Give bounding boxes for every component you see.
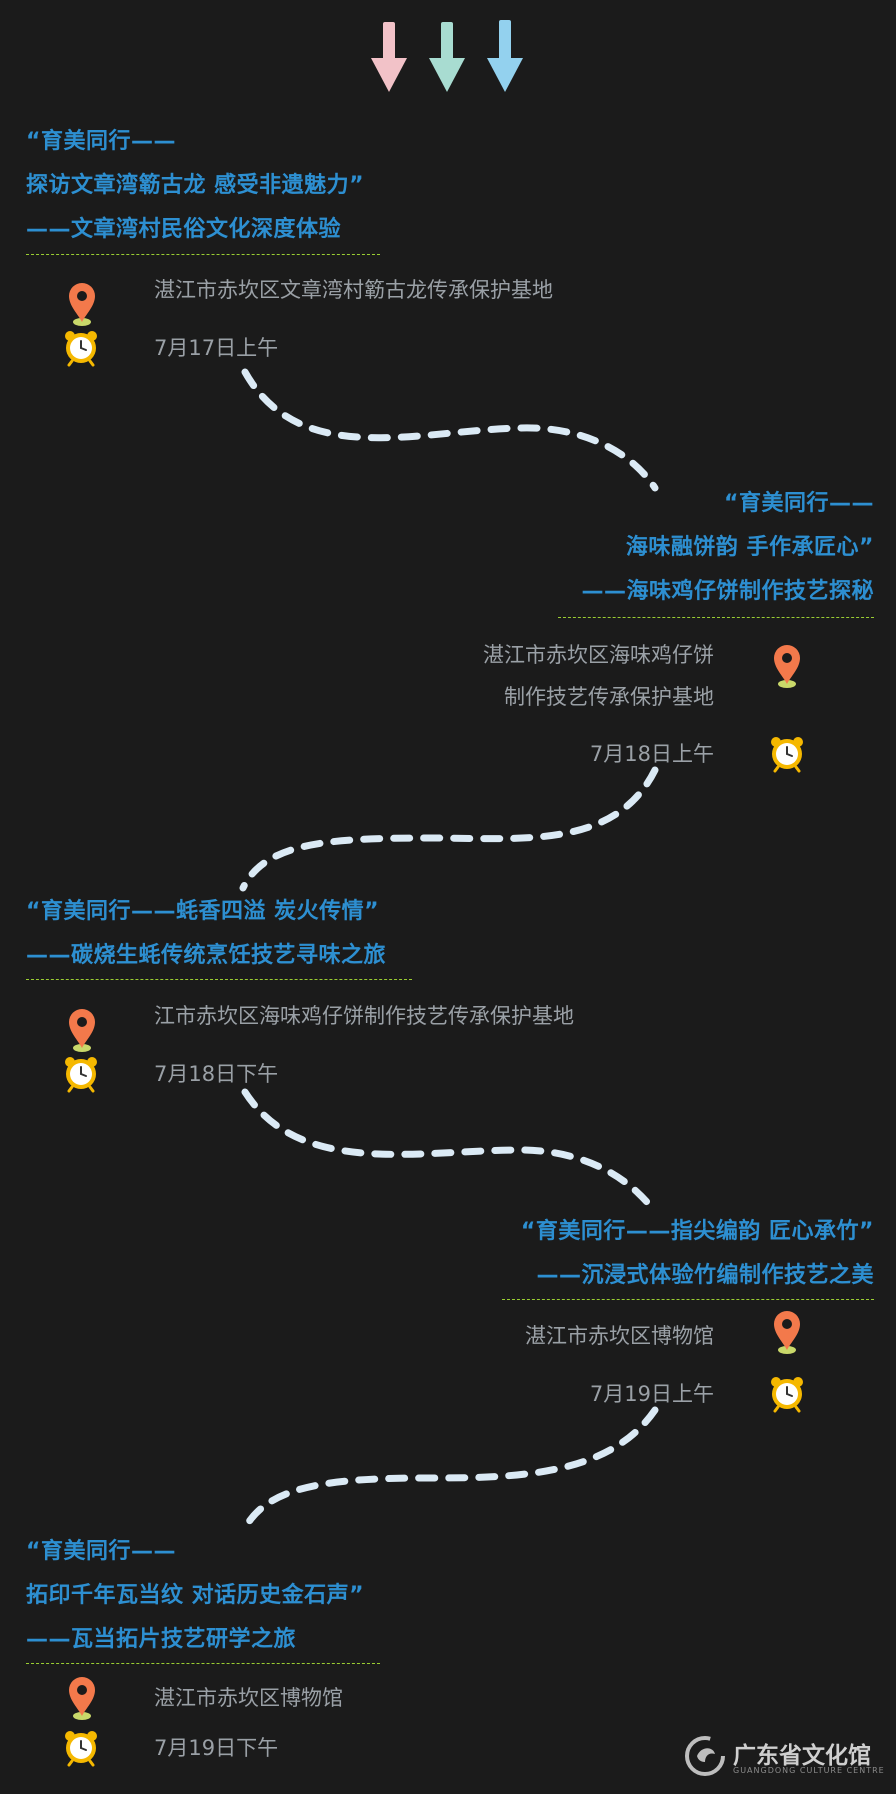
event-4-title: “育美同行——指尖编韵 匠心承竹” ——沉浸式体验竹编制作技艺之美 bbox=[521, 1210, 874, 1298]
event-5-title: “育美同行—— 拓印千年瓦当纹 对话历史金石声” ——瓦当拓片技艺研学之旅 bbox=[26, 1530, 364, 1662]
event-title-line: “育美同行——指尖编韵 匠心承竹” bbox=[520, 1219, 874, 1244]
location-pin-icon bbox=[774, 1311, 800, 1354]
event-location: 湛江市赤坎区博物馆 bbox=[525, 1324, 714, 1348]
location-pin-icon bbox=[69, 1677, 95, 1720]
event-time: 7月18日下午 bbox=[154, 1062, 279, 1086]
arrow-down-icon bbox=[429, 22, 465, 92]
route-path bbox=[241, 1088, 659, 1216]
event-title-line: ——沉浸式体验竹编制作技艺之美 bbox=[536, 1263, 874, 1288]
event-divider bbox=[26, 1663, 380, 1664]
event-divider bbox=[26, 979, 412, 980]
event-3-title: “育美同行——蚝香四溢 炭火传情” ——碳烧生蚝传统烹饪技艺寻味之旅 bbox=[26, 890, 386, 978]
route-path bbox=[241, 368, 659, 492]
event-divider bbox=[558, 617, 874, 618]
event-divider bbox=[26, 254, 380, 255]
event-2-title: “育美同行—— 海味融饼韵 手作承匠心” ——海味鸡仔饼制作技艺探秘 bbox=[581, 482, 874, 614]
event-title-line: ——瓦当拓片技艺研学之旅 bbox=[26, 1627, 297, 1652]
alarm-clock-icon bbox=[63, 1055, 99, 1093]
event-time: 7月19日下午 bbox=[154, 1736, 279, 1760]
location-pin-icon bbox=[774, 645, 800, 688]
arrow-down-icon bbox=[487, 20, 523, 92]
logo-subtitle: GUANGDONG CULTURE CENTRE bbox=[733, 1766, 885, 1775]
location-pin-icon bbox=[69, 283, 95, 326]
event-title-line: 拓印千年瓦当纹 对话历史金石声” bbox=[26, 1583, 365, 1608]
location-pin-icon bbox=[69, 1009, 95, 1052]
event-title-line: “育美同行—— bbox=[724, 491, 874, 516]
alarm-clock-icon bbox=[769, 735, 805, 773]
alarm-clock-icon bbox=[769, 1375, 805, 1413]
event-location: 湛江市赤坎区博物馆 bbox=[154, 1686, 343, 1710]
event-title-line: “育美同行—— bbox=[26, 1539, 176, 1564]
event-location: 制作技艺传承保护基地 bbox=[504, 685, 714, 709]
event-title-line: 探访文章湾簕古龙 感受非遗魅力” bbox=[26, 173, 365, 198]
event-time: 7月18日上午 bbox=[589, 742, 714, 766]
route-path bbox=[239, 1406, 659, 1536]
event-divider bbox=[502, 1299, 874, 1300]
event-title-line: ——文章湾村民俗文化深度体验 bbox=[26, 217, 342, 242]
culture-centre-logo-icon bbox=[685, 1736, 725, 1776]
event-time: 7月17日上午 bbox=[154, 336, 279, 360]
culture-centre-logo: 广东省文化馆 GUANGDONG CULTURE CENTRE bbox=[683, 1734, 893, 1784]
alarm-clock-icon bbox=[63, 1729, 99, 1767]
event-location: 江市赤坎区海味鸡仔饼制作技艺传承保护基地 bbox=[154, 1004, 574, 1028]
event-title-line: ——海味鸡仔饼制作技艺探秘 bbox=[581, 579, 874, 604]
arrow-down-icon bbox=[371, 22, 407, 92]
event-title-line: ——碳烧生蚝传统烹饪技艺寻味之旅 bbox=[26, 943, 387, 968]
event-time: 7月19日上午 bbox=[589, 1382, 714, 1406]
route-path bbox=[239, 766, 659, 892]
alarm-clock-icon bbox=[63, 329, 99, 367]
event-title-line: “育美同行——蚝香四溢 炭火传情” bbox=[26, 899, 380, 924]
event-title-line: “育美同行—— bbox=[26, 129, 176, 154]
event-location: 湛江市赤坎区海味鸡仔饼 bbox=[483, 643, 714, 667]
event-1-title: “育美同行—— 探访文章湾簕古龙 感受非遗魅力” ——文章湾村民俗文化深度体验 bbox=[26, 120, 364, 252]
logo-name: 广东省文化馆 bbox=[733, 1743, 871, 1769]
event-title-line: 海味融饼韵 手作承匠心” bbox=[625, 535, 874, 560]
event-location: 湛江市赤坎区文章湾村簕古龙传承保护基地 bbox=[154, 278, 553, 302]
